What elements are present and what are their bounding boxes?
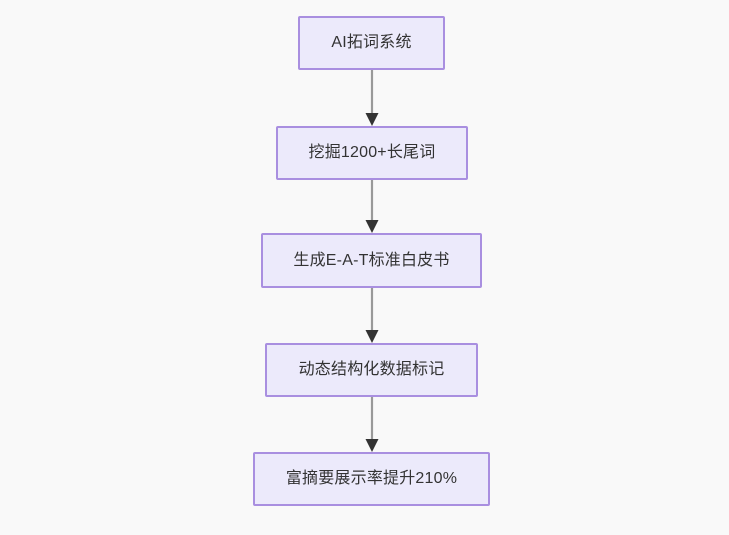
node-label: AI拓词系统	[331, 34, 412, 52]
edge-node1-to-node2	[365, 70, 379, 126]
node-label: 富摘要展示率提升210%	[285, 470, 458, 488]
flowchart-node-mine-longtail-keywords[interactable]: 挖掘1200+长尾词	[276, 126, 468, 180]
node-label: 动态结构化数据标记	[298, 361, 445, 379]
edge-node3-to-node4	[365, 288, 379, 343]
flowchart-node-dynamic-structured-data-markup[interactable]: 动态结构化数据标记	[265, 343, 478, 397]
flowchart-node-generate-eat-whitepaper[interactable]: 生成E-A-T标准白皮书	[261, 233, 482, 288]
node-label: 挖掘1200+长尾词	[308, 144, 436, 162]
edge-node4-to-node5	[365, 397, 379, 452]
flowchart-node-rich-snippet-rate-increase[interactable]: 富摘要展示率提升210%	[253, 452, 490, 506]
flowchart-node-ai-keyword-system[interactable]: AI拓词系统	[298, 16, 445, 70]
node-label: 生成E-A-T标准白皮书	[293, 251, 450, 269]
edge-node2-to-node3	[365, 180, 379, 233]
